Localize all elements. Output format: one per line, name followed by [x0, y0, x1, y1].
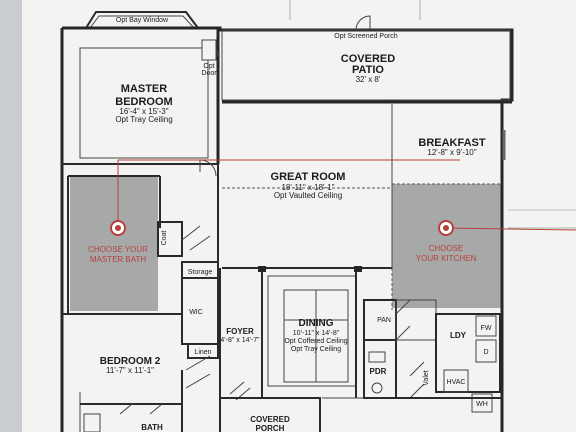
coat-label: Coat [161, 231, 168, 246]
kitchen-label-2: YOUR KITCHEN [416, 254, 477, 263]
foyer-size: 4'-8" x 14'-7" [220, 337, 260, 344]
hvac-label: HVAC [447, 379, 466, 386]
kitchen-area[interactable] [392, 184, 502, 308]
master-bath-area[interactable] [70, 177, 158, 311]
master-bedroom-name-2: BEDROOM [115, 96, 172, 108]
bedroom2-name: BEDROOM 2 [100, 356, 161, 367]
foyer-name: FOYER [226, 327, 254, 336]
master-bedroom-name-1: MASTER [121, 83, 168, 95]
great-room-name: GREAT ROOM [271, 171, 346, 183]
valet-label: Valet [423, 370, 430, 385]
dining-name: DINING [299, 318, 334, 329]
master-bath-label-2: MASTER BATH [90, 255, 147, 264]
dining-note-1: Opt Coffered Ceiling [284, 338, 347, 345]
breakfast-name: BREAKFAST [418, 137, 486, 149]
covered-porch-name-1: COVERED [250, 415, 290, 424]
great-room-note: Opt Vaulted Ceiling [274, 191, 342, 200]
covered-patio-name-1: COVERED [341, 53, 395, 65]
master-bedroom-note: Opt Tray Ceiling [115, 115, 172, 124]
pdr-label: PDR [370, 367, 387, 376]
opt-door-label-1: Opt [203, 63, 214, 70]
kitchen-label-1: CHOOSE [429, 244, 464, 253]
fw-label: FW [481, 325, 492, 332]
target-icon[interactable] [110, 220, 126, 236]
dryer-label: D [483, 349, 488, 356]
storage-label: Storage [188, 269, 213, 276]
dining-note-2: Opt Tray Ceiling [291, 346, 341, 353]
master-bath-label-1: CHOOSE YOUR [88, 245, 148, 254]
bay-window-label: Opt Bay Window [116, 17, 169, 24]
screened-porch-label: Opt Screened Porch [334, 33, 398, 40]
breakfast-size: 12'-8" x 9'-10" [427, 148, 476, 157]
wh-label: WH [476, 401, 488, 408]
covered-patio-name-2: PATIO [352, 64, 384, 76]
bay-window [85, 11, 199, 29]
bullseye-icon[interactable] [438, 220, 454, 236]
pan-label: PAN [377, 317, 391, 324]
covered-patio-size: 32' x 8' [356, 75, 381, 84]
master-bedroom-size: 16'-4" x 15'-3" [119, 107, 168, 116]
ldy-label: LDY [450, 331, 467, 340]
bedroom2-size: 11'-7" x 11'-1" [106, 366, 154, 375]
wic-label: WIC [189, 309, 203, 316]
linen-label: Linen [194, 349, 211, 356]
covered-porch-name-2: PORCH [256, 424, 285, 432]
dining-size: 10'-11" x 14'-8" [293, 330, 340, 337]
opt-door-label-2: Door [201, 70, 217, 77]
bath-label: BATH [141, 423, 163, 432]
great-room-size: 18'-11" x 18'-1" [281, 183, 334, 192]
